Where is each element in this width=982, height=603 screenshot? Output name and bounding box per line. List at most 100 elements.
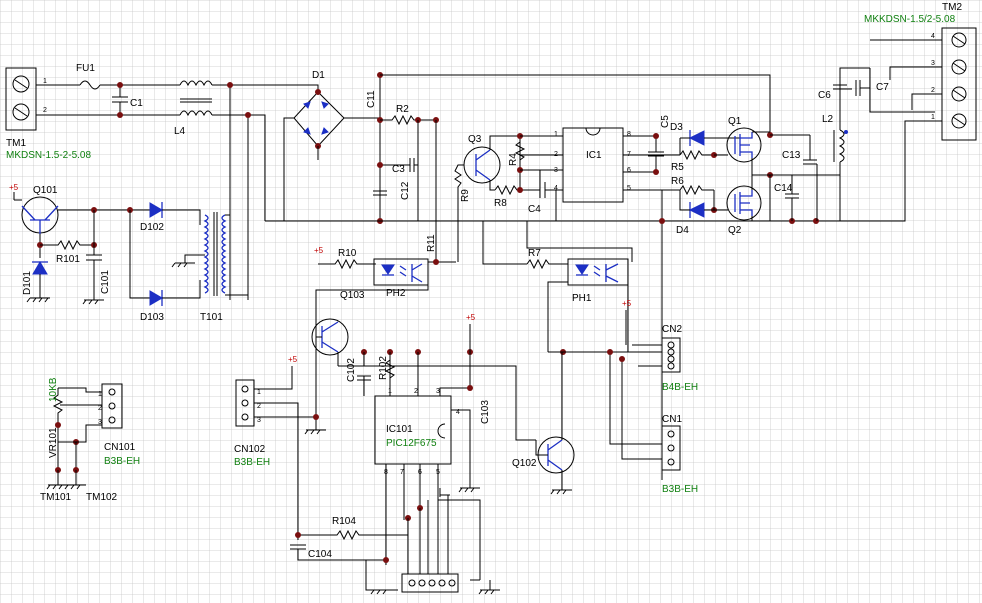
capacitor-c6: C6 <box>818 68 852 101</box>
inductor-l2: L2 <box>822 114 848 163</box>
resistor-r101: R101 <box>40 239 94 265</box>
svg-text:2: 2 <box>98 405 102 412</box>
svg-text:4: 4 <box>554 185 558 192</box>
terminal-tm2: 4 3 2 1 TM2 MKKDSN-1.5/2-5.08 <box>864 2 977 141</box>
svg-text:CN2: CN2 <box>662 324 682 335</box>
svg-text:C3: C3 <box>392 164 405 175</box>
capacitor-c103: C103 <box>469 400 491 424</box>
svg-text:3: 3 <box>931 60 935 67</box>
resistor-r2: R2 <box>380 104 436 126</box>
svg-text:C6: C6 <box>818 90 831 101</box>
svg-text:3: 3 <box>554 167 558 174</box>
svg-text:C4: C4 <box>528 204 541 215</box>
svg-text:C102: C102 <box>346 358 357 382</box>
diode-d103: D103 <box>140 290 164 323</box>
capacitor-c3: C3 <box>380 158 418 175</box>
svg-text:Q102: Q102 <box>512 458 537 469</box>
svg-text:1: 1 <box>98 391 102 398</box>
svg-text:R11: R11 <box>426 234 437 252</box>
capacitor-c7: C7 <box>855 80 889 96</box>
svg-text:C103: C103 <box>480 400 491 424</box>
capacitor-c14: C14 <box>774 175 799 221</box>
svg-text:1: 1 <box>554 131 558 138</box>
resistor-r8: R8 <box>494 184 540 209</box>
mosfet-q2: Q2 <box>726 185 762 236</box>
svg-text:C104: C104 <box>308 549 332 560</box>
svg-text:10KB: 10KB <box>48 377 59 402</box>
svg-text:IC101: IC101 <box>386 424 413 435</box>
optocoupler-ph2: PH2 <box>373 258 429 299</box>
resistor-r4: R4 <box>508 136 526 170</box>
svg-text:R8: R8 <box>494 198 507 209</box>
svg-text:C7: C7 <box>876 82 889 93</box>
tm1-part: MKDSN-1.5-2-5.08 <box>6 150 91 161</box>
svg-text:C11: C11 <box>366 90 377 108</box>
capacitor-c102: C102 <box>346 358 371 382</box>
svg-text:4: 4 <box>456 409 460 416</box>
svg-text:CN1: CN1 <box>662 414 682 425</box>
svg-text:6: 6 <box>627 167 631 174</box>
bridge-rectifier-d1: D1 <box>293 70 345 147</box>
resistor-r10: R10 <box>318 248 376 270</box>
svg-text:3: 3 <box>98 419 102 426</box>
svg-text:D101: D101 <box>22 271 33 295</box>
capacitor-c101: C101 <box>100 270 111 294</box>
transformer-t101: T101 <box>200 212 227 323</box>
svg-text:3: 3 <box>257 417 261 424</box>
tm2-label: TM2 <box>942 2 962 13</box>
svg-text:D4: D4 <box>676 225 689 236</box>
svg-text:1: 1 <box>931 114 935 121</box>
resistor-r6: R6 <box>671 176 714 196</box>
header-connector-bottom <box>401 573 459 593</box>
connector-cn2: CN2 B4B-EH <box>661 324 698 393</box>
svg-text:2: 2 <box>43 107 47 114</box>
resistor-r5: R5 <box>671 149 714 173</box>
svg-text:D3: D3 <box>670 122 683 133</box>
svg-text:C12: C12 <box>400 181 411 200</box>
resistor-r102: R102 <box>378 356 396 380</box>
svg-text:Q2: Q2 <box>728 225 742 236</box>
svg-text:L2: L2 <box>822 114 834 125</box>
svg-text:1: 1 <box>388 388 392 395</box>
svg-text:+5: +5 <box>466 313 476 322</box>
svg-text:8: 8 <box>627 131 631 138</box>
svg-text:R5: R5 <box>671 162 684 173</box>
svg-text:2: 2 <box>414 388 418 395</box>
svg-text:R7: R7 <box>528 248 541 259</box>
svg-text:PH2: PH2 <box>386 288 406 299</box>
svg-text:R2: R2 <box>396 104 409 115</box>
connector-cn101: 1 2 3 CN101 B3B-EH <box>98 383 140 467</box>
svg-text:+5: +5 <box>288 355 298 364</box>
svg-text:4: 4 <box>931 33 935 40</box>
svg-text:7: 7 <box>400 469 404 476</box>
svg-text:2: 2 <box>257 403 261 410</box>
optocoupler-ph1: PH1 <box>567 258 629 304</box>
capacitor-c1: C1 <box>112 85 143 115</box>
svg-text:+5: +5 <box>9 183 19 192</box>
svg-text:+5: +5 <box>314 246 324 255</box>
svg-text:L4: L4 <box>174 126 186 137</box>
capacitor-c5: C5 <box>648 115 671 172</box>
svg-text:Q3: Q3 <box>468 134 482 145</box>
transistor-q101: Q101 <box>21 185 59 234</box>
svg-text:B3B-EH: B3B-EH <box>662 484 698 495</box>
svg-text:Q103: Q103 <box>340 290 365 301</box>
svg-text:R4: R4 <box>508 153 519 166</box>
svg-text:R101: R101 <box>56 254 80 265</box>
svg-text:+5: +5 <box>622 299 632 308</box>
tm101-label: TM101 <box>40 492 72 503</box>
resistor-r9: R9 <box>454 164 471 262</box>
svg-text:T101: T101 <box>200 312 223 323</box>
svg-text:5: 5 <box>627 185 631 192</box>
svg-text:CN102: CN102 <box>234 444 266 455</box>
mosfet-q1: Q1 <box>726 116 762 163</box>
svg-text:CN101: CN101 <box>104 442 136 453</box>
resistor-r104: R104 <box>298 516 408 541</box>
svg-text:R10: R10 <box>338 248 357 259</box>
svg-text:R6: R6 <box>671 176 684 187</box>
svg-text:B4B-EH: B4B-EH <box>662 382 698 393</box>
svg-text:C5: C5 <box>660 115 671 128</box>
potentiometer-vr101: 10KB VR101 <box>48 377 66 458</box>
